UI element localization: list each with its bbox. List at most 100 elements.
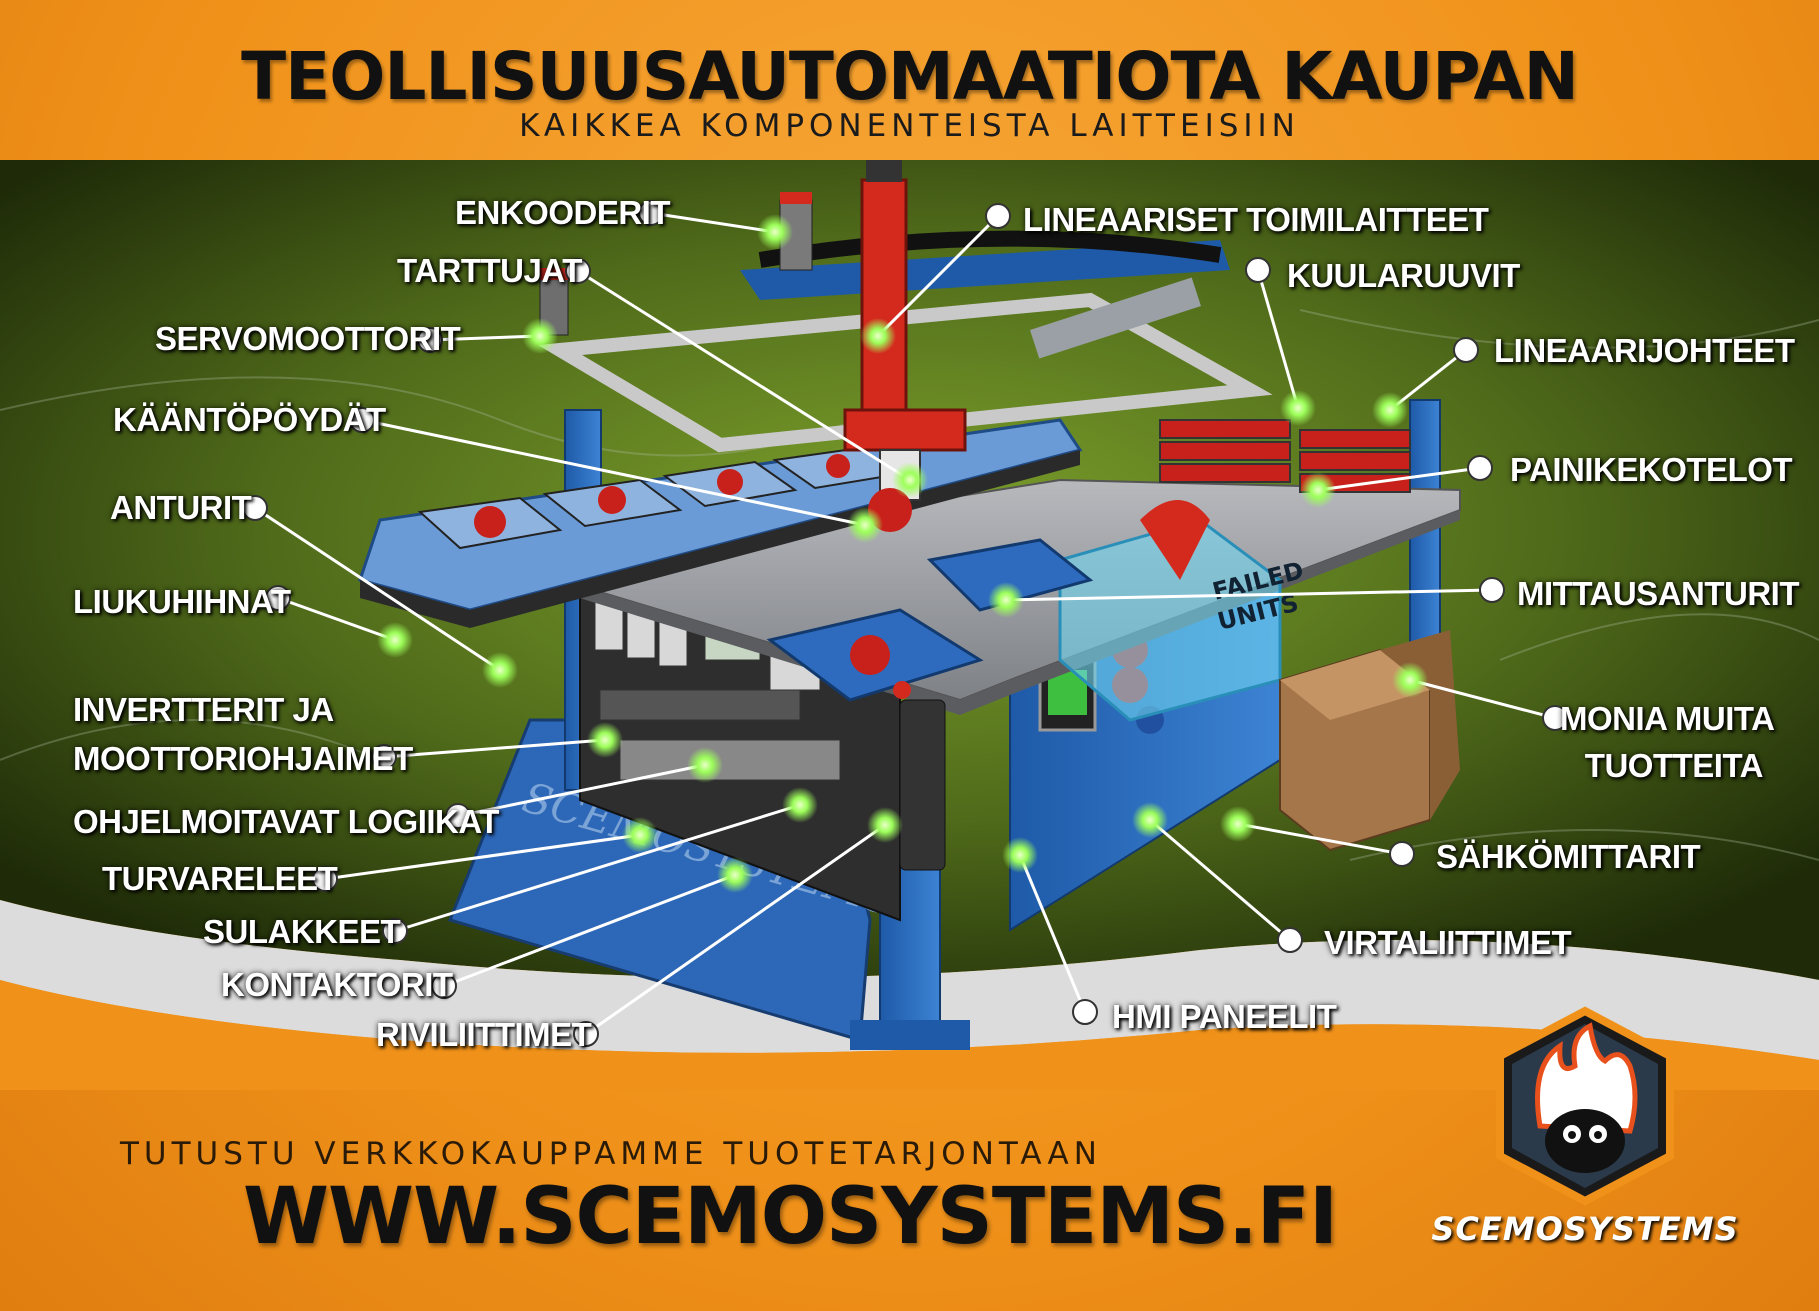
label-energy-meters: SÄHKÖMITTARIT [1436, 838, 1701, 875]
target-glow [622, 817, 658, 853]
label-encoders: ENKOODERIT [455, 194, 671, 231]
brand-name: SCEMOSYSTEMS [1431, 1210, 1739, 1248]
label-servo-motors: SERVOMOOTTORIT [155, 320, 461, 357]
target-glow [860, 318, 896, 354]
leader-dot [565, 258, 591, 284]
leader-dot [382, 918, 408, 944]
poster-subtitle: KAIKKEA KOMPONENTEISTA LAITTEISIIN [519, 108, 1300, 144]
leader-dot [265, 585, 291, 611]
target-glow [782, 787, 818, 823]
target-glow [892, 462, 928, 498]
leader-line [1256, 269, 1300, 409]
leader-dot [431, 973, 457, 999]
linear-actuator [860, 178, 908, 422]
target-glow [482, 652, 518, 688]
leader-dots [242, 200, 1568, 1047]
label-inverters-line2: MOOTTORIOHJAIMET [73, 740, 413, 777]
target-glow [522, 318, 558, 354]
target-glow [1300, 472, 1336, 508]
leader-line [1005, 588, 1493, 602]
poster-title: TEOLLISUUSAUTOMAATIOTA KAUPAN [241, 38, 1579, 115]
label-grippers: TARTTUJAT [397, 252, 582, 289]
target-glow [757, 214, 793, 250]
leader-dot [638, 200, 664, 226]
machine-leg [850, 1020, 970, 1050]
label-fuses: SULAKKEET [203, 913, 401, 950]
target-glow [988, 582, 1024, 618]
leader-dot [1245, 257, 1271, 283]
leader-line [361, 418, 866, 527]
leader-dot [417, 327, 443, 353]
target-glow [1280, 390, 1316, 426]
machine-illustration: SCEMOSYSTEMS [0, 160, 1819, 1090]
leader-dot [1453, 337, 1479, 363]
label-ball-screws: KUULARUUVIT [1287, 257, 1520, 294]
pendant-controller [899, 699, 946, 871]
leader-line [585, 823, 886, 1036]
leader-line [394, 803, 801, 933]
label-rotary-tables: KÄÄNTÖPÖYDÄT [113, 401, 386, 438]
leader-dot [312, 866, 338, 892]
cable-chain [758, 230, 1222, 268]
leader-line [1409, 678, 1556, 720]
label-sensors: ANTURIT [110, 489, 252, 526]
leader-dot [371, 744, 397, 770]
gantry-column [1030, 277, 1201, 359]
label-hmi-panels: HMI PANEELIT [1112, 998, 1337, 1035]
leader-line [650, 211, 776, 234]
leader-dot [1072, 999, 1098, 1025]
leader-dot [573, 1021, 599, 1047]
target-glow [1220, 806, 1256, 842]
leader-lines [254, 211, 1556, 1036]
leader-line [1237, 822, 1403, 856]
leader-line [1018, 854, 1087, 1013]
scemosystems-logo [1496, 1006, 1674, 1206]
label-safety-relays: TURVARELEET [102, 860, 338, 897]
target-glow [717, 857, 753, 893]
leader-dot [1479, 577, 1505, 603]
label-terminal-blocks: RIVILIITTIMET [376, 1016, 592, 1053]
gantry-beam [537, 292, 1273, 453]
leader-line [277, 596, 396, 642]
leader-line [324, 833, 641, 881]
leader-dot [242, 495, 268, 521]
label-contactors: KONTAKTORIT [221, 966, 453, 1003]
target-glow [687, 747, 723, 783]
label-conveyors: LIUKUHIHNAT [73, 583, 291, 620]
target-glow [377, 622, 413, 658]
cardboard-boxes [1279, 630, 1460, 852]
target-glow [867, 807, 903, 843]
leader-line [876, 214, 1000, 338]
leader-dot [1542, 705, 1568, 731]
leader-dot [985, 203, 1011, 229]
table-tray [926, 538, 1094, 612]
leader-dot [349, 407, 375, 433]
label-measuring-sensors: MITTAUSANTURIT [1517, 575, 1800, 612]
leader-dot [445, 803, 471, 829]
label-many-others-line1: MONIA MUITA [1560, 700, 1775, 737]
leader-line [383, 738, 606, 759]
label-power-connectors: VIRTALIITTIMET [1324, 924, 1572, 961]
leader-line [1149, 818, 1291, 942]
leader-line [577, 269, 911, 482]
label-inverters-line1: INVERTTERIT JA [73, 691, 334, 728]
leader-dot [1389, 841, 1415, 867]
heart-parts [474, 454, 850, 538]
label-plcs: OHJELMOITAVAT LOGIIKAT [73, 803, 499, 840]
label-button-enclosures: PAINIKEKOTELOT [1510, 451, 1793, 488]
leader-line [254, 506, 501, 672]
target-glow [1132, 802, 1168, 838]
leader-line [1317, 466, 1481, 492]
leader-line [457, 763, 706, 818]
label-many-others-line2: TUOTTEITA [1584, 747, 1764, 784]
target-glow [1372, 392, 1408, 428]
encoder-motor [779, 199, 813, 271]
target-glow [1392, 662, 1428, 698]
label-linear-actuators: LINEAARISET TOIMILAITTEET [1023, 201, 1489, 238]
leader-dot [1467, 455, 1493, 481]
target-glow [587, 722, 623, 758]
leader-dot [1277, 927, 1303, 953]
website-url[interactable]: WWW.SCEMOSYSTEMS.FI [243, 1172, 1338, 1262]
leader-line [429, 334, 541, 342]
